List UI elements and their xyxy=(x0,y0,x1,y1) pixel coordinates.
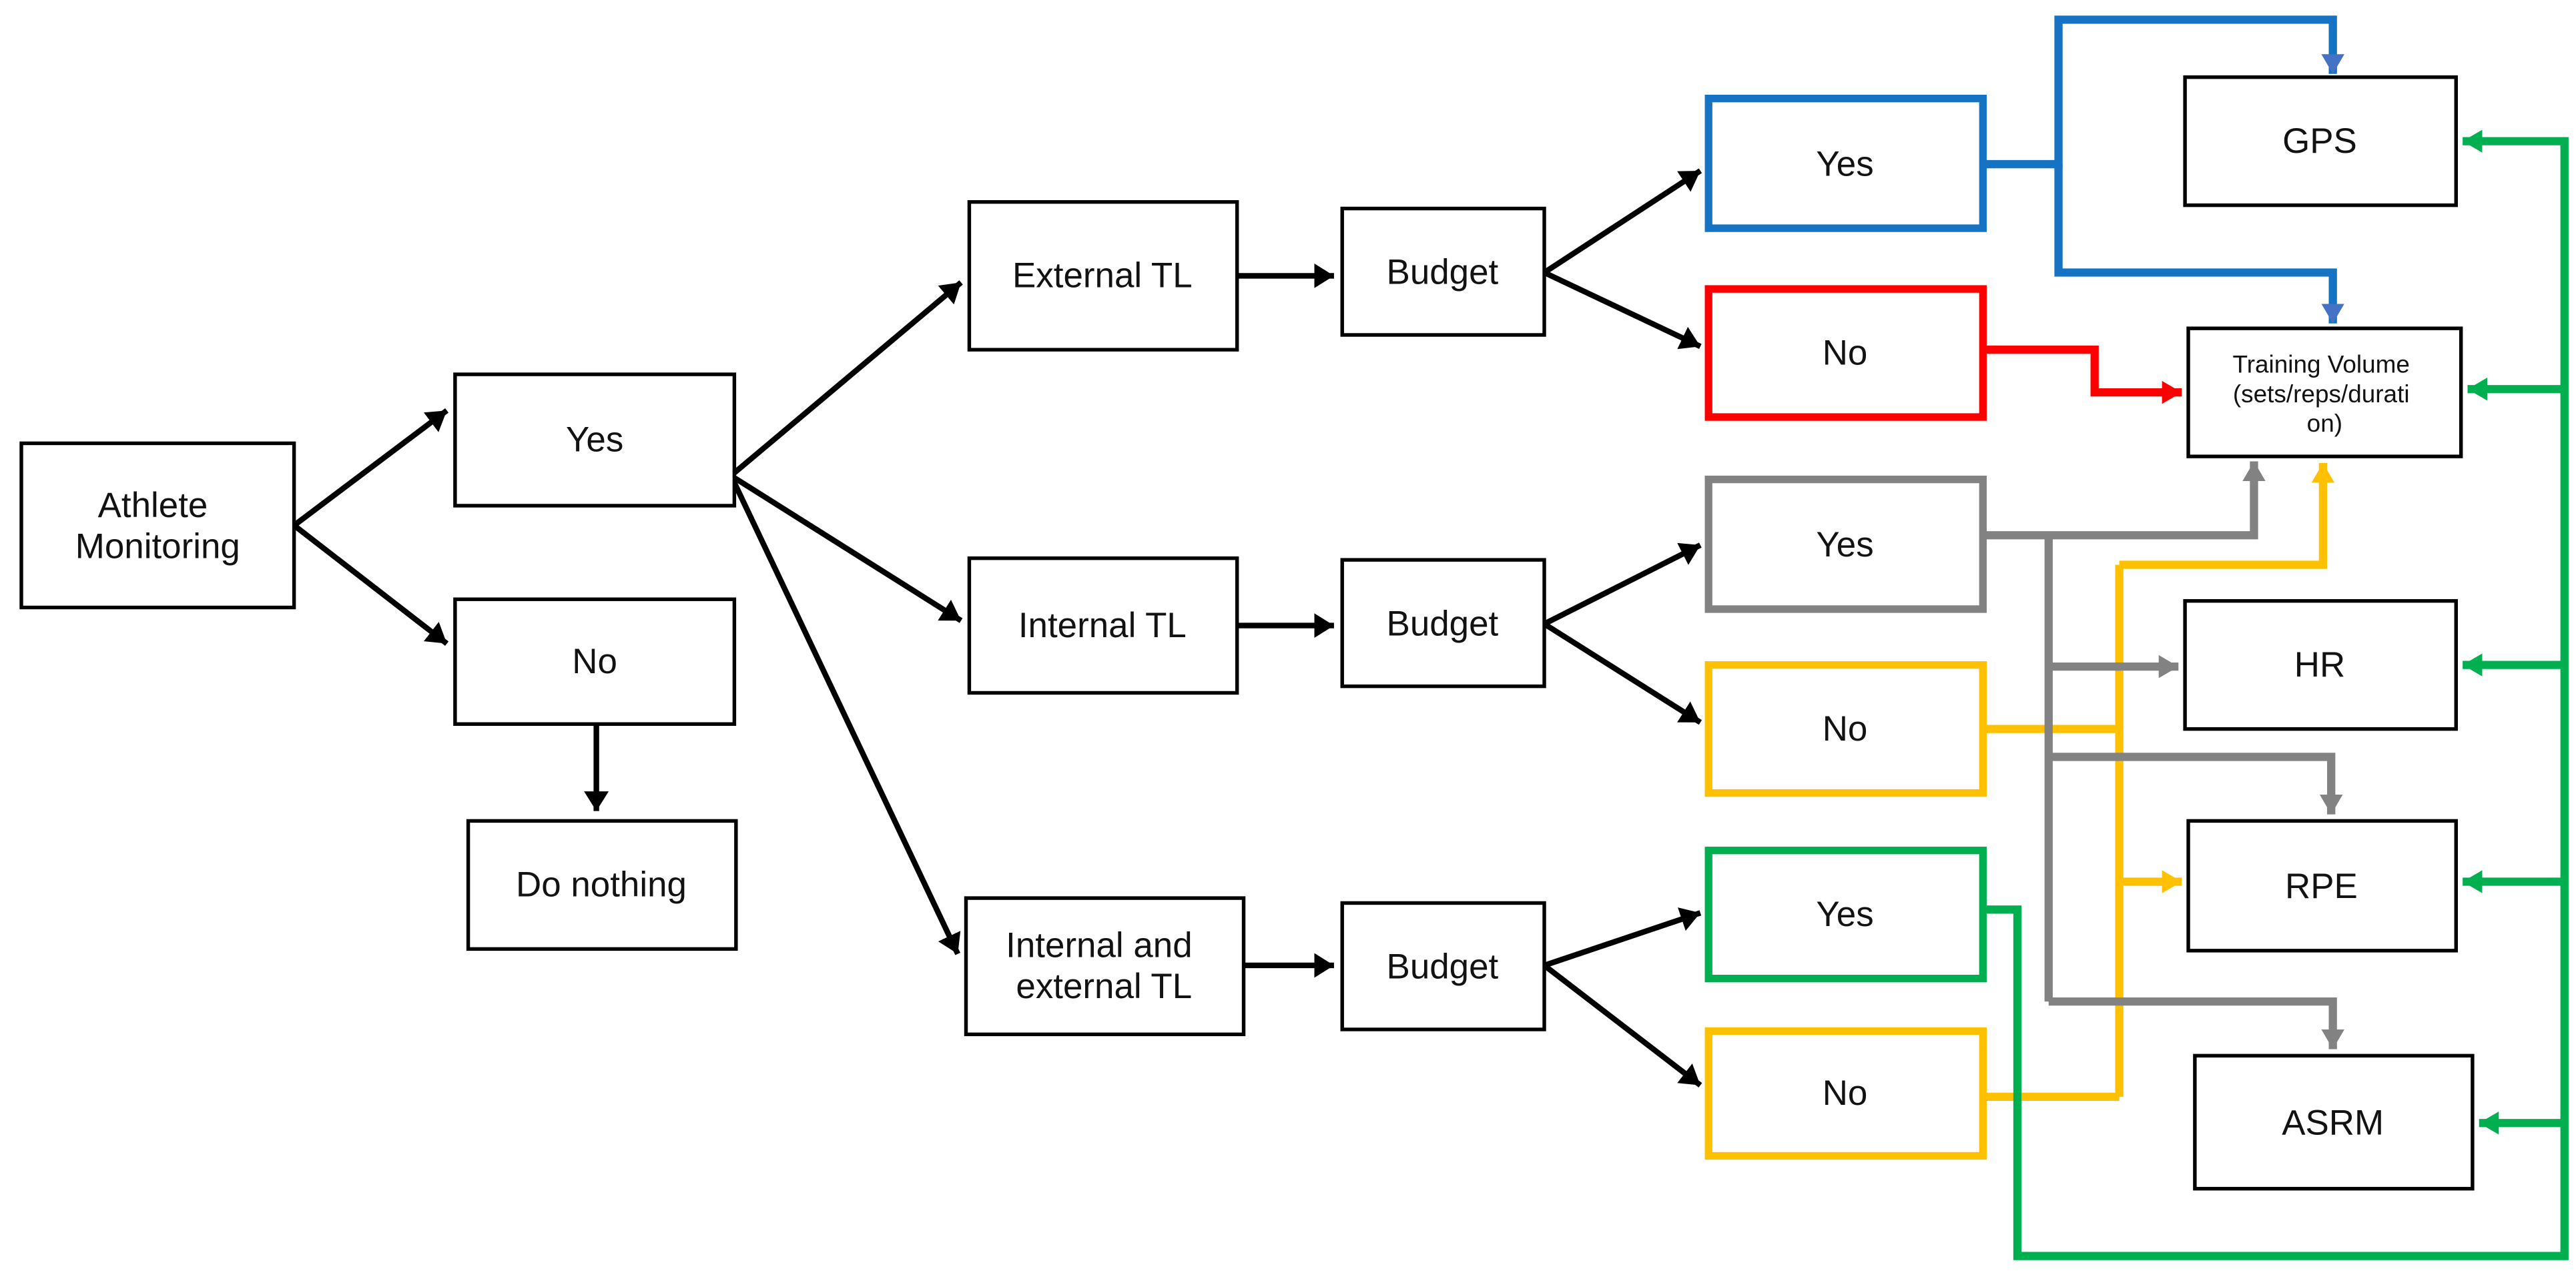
athlete-monitoring-box xyxy=(19,441,296,610)
internal-tl-box xyxy=(967,556,1239,695)
do-nothing-box xyxy=(466,819,738,951)
budget-both-box xyxy=(1340,901,1546,1031)
red-to-training-volume-arrow xyxy=(1983,346,2182,404)
external-budget-yes-label: Yes xyxy=(1816,144,1873,183)
athlete-monitoring-label: Athlete Monitoring xyxy=(75,486,240,566)
node-both-budget-yes: Yes xyxy=(1704,847,1987,983)
node-do-nothing: Do nothing xyxy=(466,819,738,951)
internal-budget-yes-label: Yes xyxy=(1816,525,1873,564)
training-volume-label: Training Volume (sets/reps/durati on) xyxy=(2233,351,2417,438)
red-routes xyxy=(1983,346,2182,404)
budget-both-label: Budget xyxy=(1387,947,1499,987)
node-both-budget-no: No xyxy=(1704,1027,1987,1160)
node-internal-budget-no: No xyxy=(1704,661,1987,797)
node-external-tl: External TL xyxy=(967,199,1239,352)
both-budget-yes-label: Yes xyxy=(1816,895,1873,934)
budget2-to-no-arrow xyxy=(1542,621,1702,725)
training-volume-label-line1: Training Volume xyxy=(2233,351,2410,378)
node-internal-budget-yes: Yes xyxy=(1704,475,1987,613)
internal-budget-yes-box xyxy=(1704,475,1987,613)
both-budget-no-box xyxy=(1704,1027,1987,1160)
both-budget-yes-box xyxy=(1704,847,1987,983)
budget-internal-label: Budget xyxy=(1387,604,1499,643)
monitor-yes-label: Yes xyxy=(566,420,623,460)
training-volume-label-line2: (sets/reps/durati xyxy=(2233,380,2410,408)
asrm-box xyxy=(2193,1053,2475,1191)
asrm-label: ASRM xyxy=(2282,1103,2384,1142)
node-rpe: RPE xyxy=(2186,819,2459,953)
internal-tl-label: Internal TL xyxy=(1018,606,1187,645)
node-gps: GPS xyxy=(2183,75,2459,207)
blue-to-gps-arrow xyxy=(1983,15,2344,169)
internal-external-tl-label-line2: external TL xyxy=(1016,967,1192,1006)
budget-external-box xyxy=(1340,206,1546,337)
rpe-label: RPE xyxy=(2285,867,2358,906)
budget-internal-box xyxy=(1340,558,1546,689)
external-tl-box xyxy=(967,199,1239,352)
budget3-to-no-arrow xyxy=(1542,963,1702,1088)
node-asrm: ASRM xyxy=(2193,1053,2475,1191)
gray-to-training-volume-arrow xyxy=(1983,461,2266,540)
external-budget-no-box xyxy=(1704,285,1987,421)
gps-label: GPS xyxy=(2282,121,2357,161)
node-budget-internal: Budget xyxy=(1340,558,1546,689)
node-training-volume: Training Volume (sets/reps/durati on) xyxy=(2186,326,2463,458)
rpe-box xyxy=(2186,819,2459,953)
athlete-to-no-arrow xyxy=(292,523,449,646)
node-internal-tl: Internal TL xyxy=(967,556,1239,695)
budget-external-label: Budget xyxy=(1387,253,1499,292)
node-monitor-yes: Yes xyxy=(453,372,737,508)
black-connectors xyxy=(292,168,1702,1088)
external-budget-no-label: No xyxy=(1823,333,1868,372)
monitor-no-label: No xyxy=(572,642,617,681)
node-external-budget-no: No xyxy=(1704,285,1987,421)
hr-label: HR xyxy=(2294,645,2345,685)
both-budget-no-label: No xyxy=(1823,1074,1868,1113)
gray-to-asrm-arrow xyxy=(2048,997,2344,1049)
budget3-to-yes-arrow xyxy=(1543,907,1702,968)
hr-box xyxy=(2183,598,2459,731)
training-volume-label-line3: on) xyxy=(2307,410,2342,437)
gray-to-rpe-arrow xyxy=(2048,753,2343,815)
internal-external-tl-label-line1: Internal and xyxy=(1006,926,1192,965)
blue-to-training-volume-arrow xyxy=(2054,164,2344,324)
athlete-to-yes-arrow xyxy=(292,408,449,528)
node-budget-both: Budget xyxy=(1340,901,1546,1031)
monitor-yes-box xyxy=(453,372,737,508)
node-budget-external: Budget xyxy=(1340,206,1546,337)
budget1-to-yes-arrow xyxy=(1542,168,1702,276)
node-external-budget-yes: Yes xyxy=(1704,94,1987,232)
node-monitor-no: No xyxy=(453,597,737,726)
node-hr: HR xyxy=(2183,598,2459,731)
monitor-no-box xyxy=(453,597,737,726)
external-tl-label: External TL xyxy=(1012,256,1193,296)
green-main-to-gps-arrow xyxy=(1983,129,2569,1260)
green-routes xyxy=(1983,129,2569,1260)
yellow-to-training-volume-arrow xyxy=(2119,462,2335,569)
yes-to-internal-external-tl-arrow xyxy=(731,481,961,955)
internal-external-tl-label: Internal and external TL xyxy=(1006,926,1202,1007)
internal-budget-no-box xyxy=(1704,661,1987,797)
node-internal-external-tl: Internal and external TL xyxy=(964,896,1246,1037)
yes-to-external-tl-arrow xyxy=(732,280,963,475)
external-budget-yes-box xyxy=(1704,94,1987,232)
do-nothing-label: Do nothing xyxy=(516,865,687,905)
blue-routes xyxy=(1983,15,2344,324)
gps-box xyxy=(2183,75,2459,207)
internal-external-tl-box xyxy=(964,896,1246,1037)
budget2-to-yes-arrow xyxy=(1543,542,1702,626)
training-volume-box xyxy=(2186,326,2463,458)
budget1-to-no-arrow xyxy=(1543,270,1702,350)
athlete-monitoring-label-line2: Monitoring xyxy=(75,527,240,566)
gray-routes xyxy=(1983,461,2344,1049)
node-athlete-monitoring: Athlete Monitoring xyxy=(19,441,296,610)
yes-to-internal-tl-arrow xyxy=(733,475,963,623)
internal-budget-no-label: No xyxy=(1823,709,1868,749)
athlete-monitoring-label-line1: Athlete xyxy=(98,486,208,525)
yellow-routes xyxy=(1983,462,2335,1101)
